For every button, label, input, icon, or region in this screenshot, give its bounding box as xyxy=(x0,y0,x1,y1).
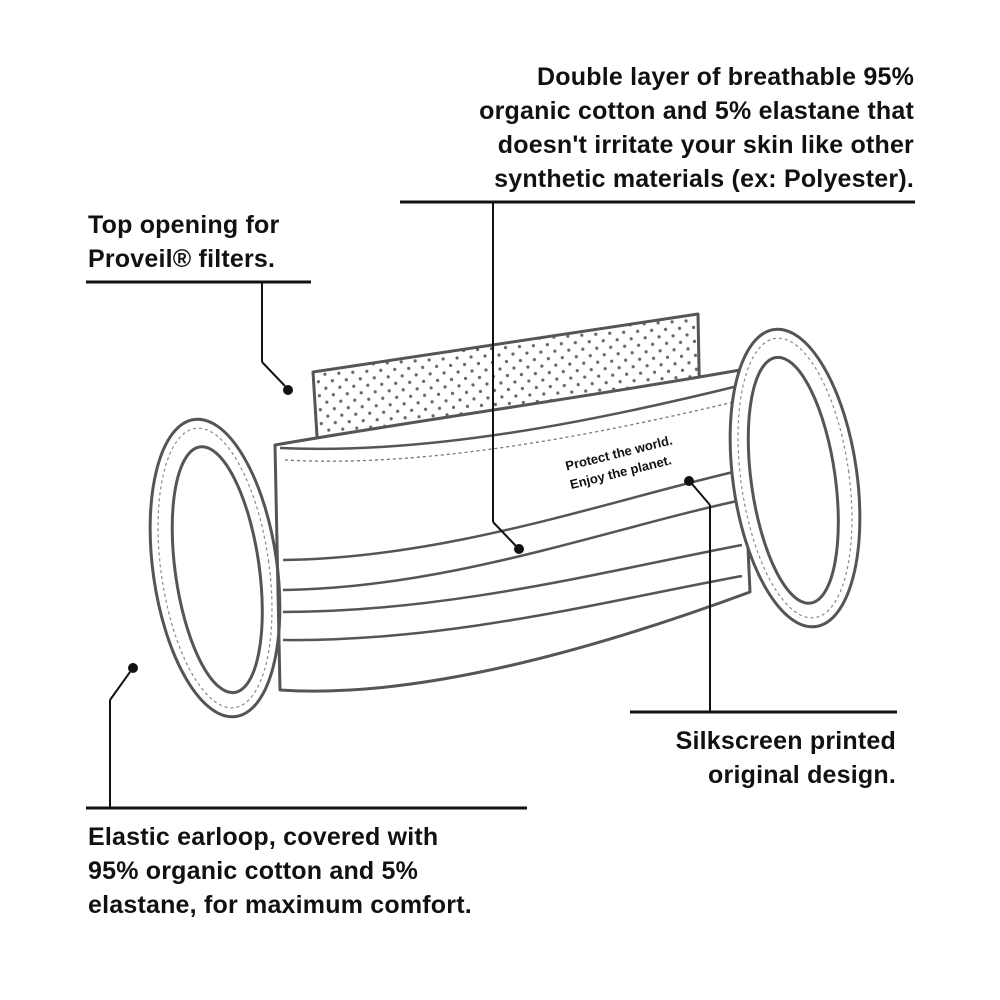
callout-silkscreen: Silkscreen printed original design. xyxy=(676,724,896,792)
pleat-line-2 xyxy=(282,498,743,592)
callout-dot xyxy=(283,385,293,395)
callout-line: 95% organic cotton and 5% xyxy=(88,857,419,885)
callout-line: Double layer of breathable 95% xyxy=(537,63,914,91)
left-earloop xyxy=(148,417,282,719)
callout-filter-opening: Top opening for Proveil® filters. xyxy=(88,208,279,276)
callout-fabric-layers: Double layer of breathable 95% organic c… xyxy=(479,60,914,196)
callout-line: original design. xyxy=(708,761,896,789)
right-earloop xyxy=(728,327,862,629)
leader-fabric-layers-tip xyxy=(492,521,517,547)
callout-earloop: Elastic earloop, covered with 95% organi… xyxy=(88,820,472,922)
pleat-line-3 xyxy=(282,543,743,614)
callout-line: synthetic materials (ex: Polyester). xyxy=(494,165,914,193)
top-opening-lip xyxy=(279,383,743,451)
mask-body xyxy=(273,368,752,693)
callout-line: Top opening for xyxy=(88,211,280,239)
callout-dot xyxy=(684,476,694,486)
callout-line: Elastic earloop, covered with xyxy=(88,823,439,851)
callout-line: doesn't irritate your skin like other xyxy=(497,131,914,159)
leader-silkscreen-tip xyxy=(691,483,711,506)
callout-line: Silkscreen printed xyxy=(675,727,896,755)
callout-line: organic cotton and 5% elastane that xyxy=(479,97,914,125)
callout-dot xyxy=(514,544,524,554)
callout-line: elastane, for maximum comfort. xyxy=(88,891,472,919)
callout-line: Proveil® filters. xyxy=(88,245,276,273)
leader-earloop-tip xyxy=(109,671,131,701)
pleat-line-4 xyxy=(282,574,743,642)
stitch-line xyxy=(284,399,743,462)
callout-dot xyxy=(128,663,138,673)
leader-filter-opening-tip xyxy=(261,361,286,387)
